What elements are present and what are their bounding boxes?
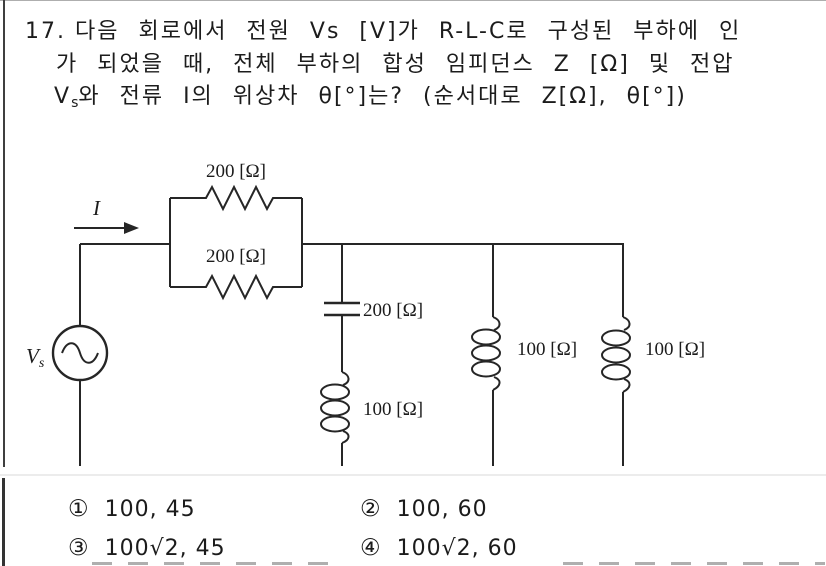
resistor-top-zigzag xyxy=(170,184,302,212)
inductor-2-coil xyxy=(471,344,501,362)
resistor-top-label: 200 [Ω] xyxy=(206,161,266,182)
option-1-text: 100, 45 xyxy=(104,497,196,522)
option-2-text: 100, 60 xyxy=(396,497,488,522)
option-1-marker: ① xyxy=(68,496,90,522)
scan-seam xyxy=(0,474,826,476)
left-column-rule-upper xyxy=(3,0,5,467)
current-label: I xyxy=(92,196,101,220)
inductor-1: 100 [Ω] xyxy=(320,371,423,444)
option-3-text: 100√2, 45 xyxy=(104,536,226,561)
inductor-2-lead-out xyxy=(492,376,501,391)
current-arrow-head xyxy=(124,222,139,234)
source-label-sub: s xyxy=(39,356,45,371)
cropped-next-line-artifact xyxy=(563,562,825,565)
resistor-bottom-label: 200 [Ω] xyxy=(206,246,266,267)
option-4: ④ 100√2, 60 xyxy=(360,535,518,561)
source-label: Vs xyxy=(26,344,45,371)
question-line-1-text: 다음 회로에서 전원 Vs [V]가 R-L-C로 구성된 부하에 인 xyxy=(75,19,742,44)
inductor-1-lead-out xyxy=(341,430,350,444)
question-line-3: Vs와 전류 I의 위상차 θ[°]는? (순서대로 Z[Ω], θ[°]) xyxy=(54,78,687,111)
inductor-1-coil xyxy=(320,383,350,401)
resistor-box: 200 [Ω] 200 [Ω] xyxy=(169,161,303,301)
option-4-text: 100√2, 60 xyxy=(396,536,518,561)
option-3: ③ 100√2, 45 xyxy=(68,535,226,561)
source-circle xyxy=(51,324,109,382)
left-column-rule-lower xyxy=(2,478,5,566)
option-4-marker: ④ xyxy=(360,535,382,561)
sine-wave-icon xyxy=(61,342,99,364)
inductor-2-coil xyxy=(471,360,501,378)
inductor-3-coil xyxy=(601,346,631,364)
option-1: ① 100, 45 xyxy=(68,496,196,522)
inductor-3: 100 [Ω] xyxy=(601,316,705,393)
question-line-2: 가 되었을 때, 전체 부하의 합성 임피던스 Z [Ω] 및 전압 xyxy=(56,46,735,78)
option-3-marker: ③ xyxy=(68,535,90,561)
vs-subscript: s xyxy=(71,95,79,111)
current-arrow: I xyxy=(74,196,139,234)
capacitor: 200 [Ω] xyxy=(324,300,423,321)
voltage-source: Vs xyxy=(26,324,109,382)
top-scan-seam xyxy=(0,0,826,1)
circuit-wires xyxy=(79,243,624,466)
inductor-1-lead-in xyxy=(341,371,350,386)
resistor-box-sides xyxy=(169,198,303,287)
option-2-marker: ② xyxy=(360,496,382,522)
question-line-1: 17. 다음 회로에서 전원 Vs [V]가 R-L-C로 구성된 부하에 인 xyxy=(25,13,741,45)
inductor-3-lead-in xyxy=(622,316,631,331)
inductor-3-lead-out xyxy=(622,378,631,393)
source-label-main: V xyxy=(26,344,41,368)
inductor-1-coil xyxy=(320,415,350,433)
inductor-3-label: 100 [Ω] xyxy=(645,339,705,360)
inductor-1-label: 100 [Ω] xyxy=(363,399,423,420)
inductor-3-coil xyxy=(601,329,631,347)
inductor-2: 100 [Ω] xyxy=(471,316,577,391)
cropped-next-line-artifact xyxy=(92,562,332,565)
inductor-3-coil xyxy=(601,363,631,381)
option-2: ② 100, 60 xyxy=(360,496,488,522)
inductor-2-label: 100 [Ω] xyxy=(517,339,577,360)
inductor-2-coil xyxy=(471,328,501,346)
vs-symbol: V xyxy=(54,84,72,109)
question-line-2-text: 가 되었을 때, 전체 부하의 합성 임피던스 Z [Ω] 및 전압 xyxy=(56,52,735,77)
capacitor-plates xyxy=(324,301,360,317)
inductor-2-lead-in xyxy=(492,316,501,331)
resistor-bottom-zigzag xyxy=(170,273,302,301)
question-line-3-text: 와 전류 I의 위상차 θ[°]는? (순서대로 Z[Ω], θ[°]) xyxy=(78,84,687,109)
question-number: 17. xyxy=(25,19,66,44)
capacitor-label: 200 [Ω] xyxy=(363,300,423,321)
inductor-1-coil xyxy=(320,399,350,417)
